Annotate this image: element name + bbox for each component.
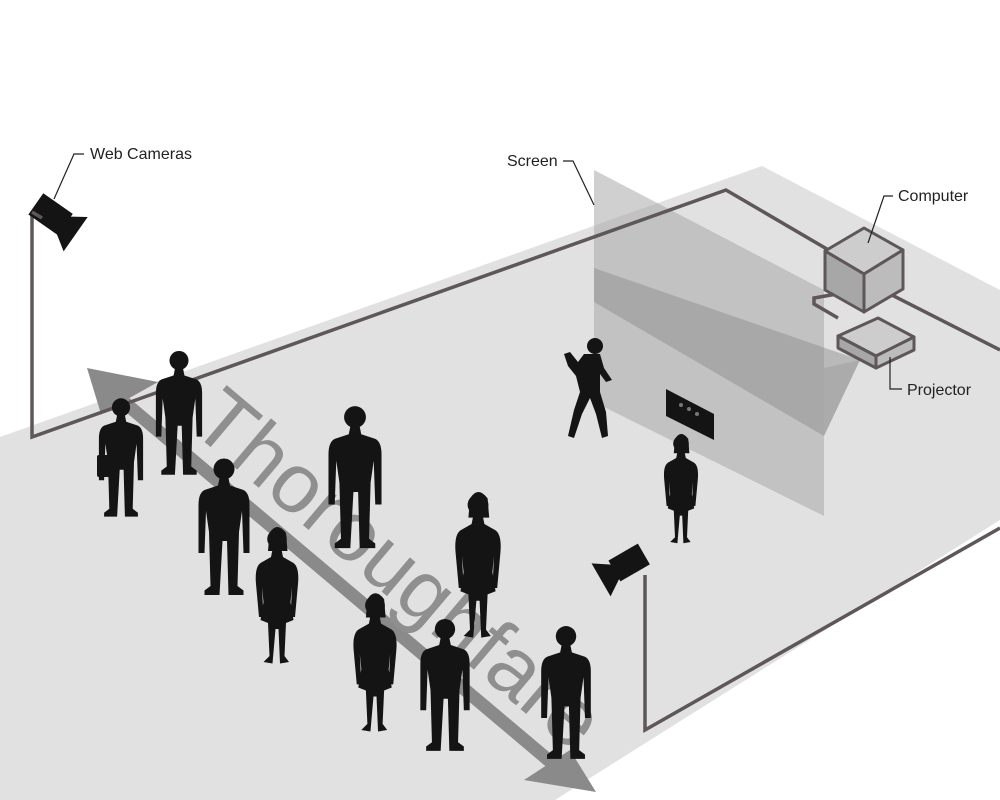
web-cameras-callout: Web Cameras xyxy=(53,146,192,200)
person-icon xyxy=(564,338,612,438)
sensor-bar-icon xyxy=(666,389,714,440)
computer-callout: Computer xyxy=(867,188,969,244)
camera-mount xyxy=(31,210,43,220)
briefcase-icon xyxy=(97,455,113,477)
projector-callout: Projector xyxy=(889,357,972,399)
web-camera-icon xyxy=(28,193,88,252)
projector-icon xyxy=(836,316,916,370)
web-camera-icon xyxy=(591,543,650,597)
screen-callout: Screen xyxy=(507,153,595,206)
screen-label: Screen xyxy=(507,153,558,170)
computer-icon xyxy=(823,226,905,314)
computer-label: Computer xyxy=(898,188,969,205)
crowd xyxy=(97,338,699,759)
web-cameras-label: Web Cameras xyxy=(90,146,192,163)
projection-screen xyxy=(594,170,860,516)
projector-label: Projector xyxy=(907,382,972,399)
